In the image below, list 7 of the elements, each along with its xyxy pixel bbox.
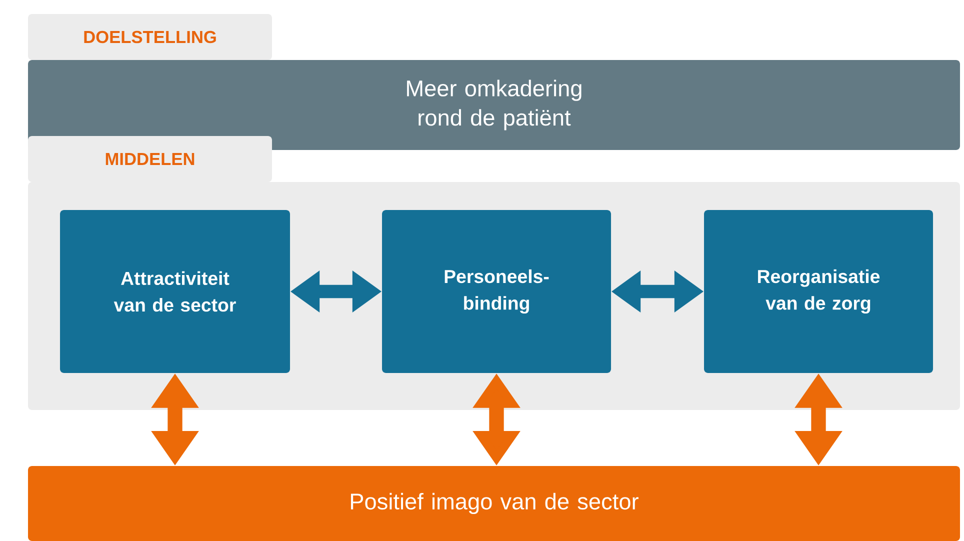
- goal-band: Meer omkadering rond de patiënt: [28, 60, 960, 150]
- process-box: Attractiviteit van de sector: [60, 210, 290, 373]
- process-box: Personeels- binding: [382, 210, 612, 373]
- tab-label: DOELSTELLING: [28, 14, 272, 60]
- result-band: Positief imago van de sector: [28, 466, 960, 541]
- tab-label: MIDDELEN: [28, 136, 272, 182]
- process-box: Reorganisatie van de zorg: [704, 210, 933, 373]
